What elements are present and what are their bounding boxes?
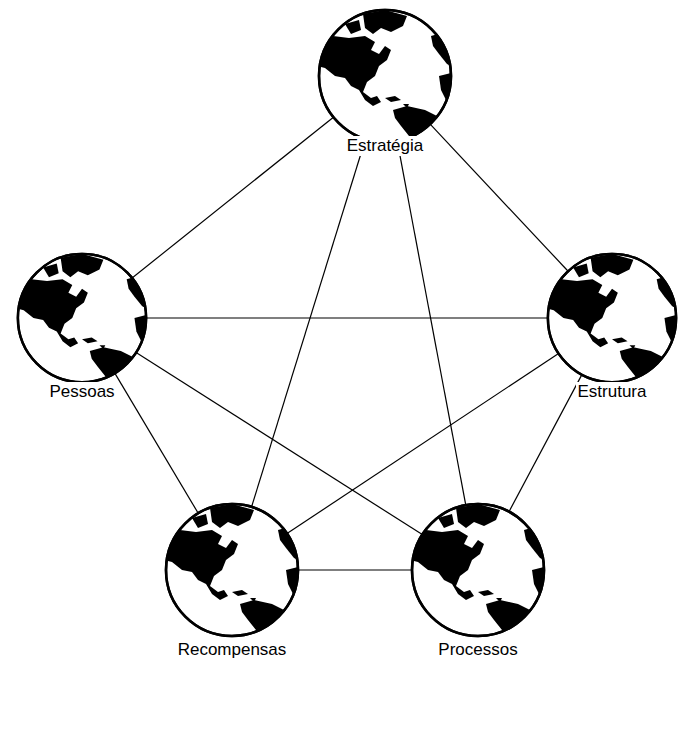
globe-shape xyxy=(14,250,150,386)
globe-shape xyxy=(162,500,302,640)
connector-line xyxy=(132,117,333,278)
globe-shape xyxy=(408,500,548,640)
connector-line xyxy=(115,373,198,513)
globe-node: Recompensas xyxy=(162,500,302,640)
node-label: Processos xyxy=(436,640,519,660)
node-label: Recompensas xyxy=(176,640,289,660)
globe-node: Estrutura xyxy=(544,250,680,386)
connector-line xyxy=(509,375,582,512)
connector-line xyxy=(298,569,412,570)
connector-line xyxy=(252,139,366,507)
node-label: Estratégia xyxy=(345,136,426,156)
connector-line xyxy=(397,141,466,505)
connector-line xyxy=(136,352,422,534)
globe-node: Estratégia xyxy=(315,6,455,146)
globe-node: Processos xyxy=(408,500,548,640)
globe-shape xyxy=(544,250,680,386)
connector-line xyxy=(146,317,548,318)
node-label: Pessoas xyxy=(47,382,116,402)
node-label: Estrutura xyxy=(576,382,649,402)
connector-line xyxy=(287,353,559,533)
globe-node: Pessoas xyxy=(14,250,150,386)
connector-line xyxy=(430,124,568,271)
globe-shape xyxy=(315,6,455,146)
